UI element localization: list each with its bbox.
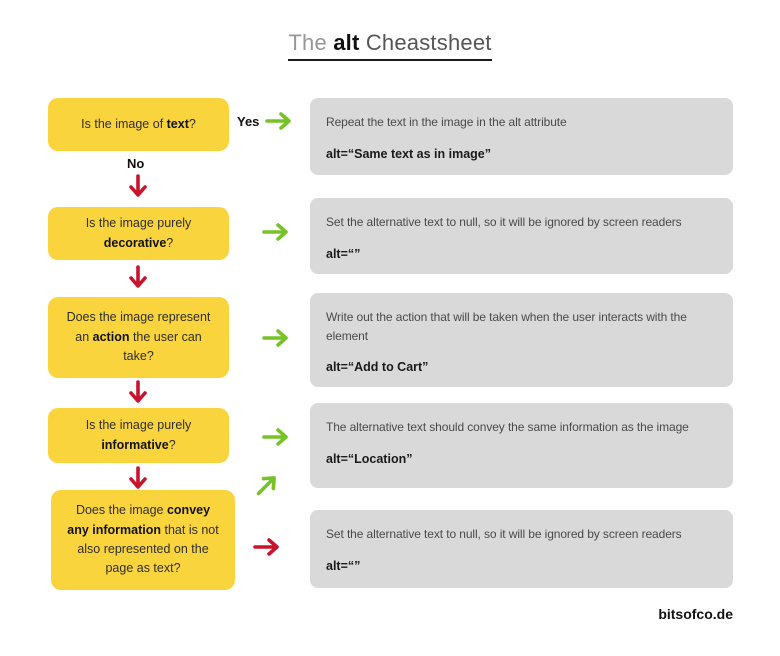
answer-alt-code: alt=“” bbox=[326, 246, 361, 261]
question-box-action: Does the image represent an action the u… bbox=[48, 297, 229, 378]
yes-right-arrow-icon bbox=[262, 428, 288, 446]
answer-description: Write out the action that will be taken … bbox=[326, 310, 687, 343]
answer-description: Set the alternative text to null, so it … bbox=[326, 527, 682, 541]
answer-box-null-alt: Set the alternative text to null, so it … bbox=[310, 198, 733, 274]
title-word-cheatsheet: Cheastsheet bbox=[359, 30, 492, 55]
question-box-decorative: Is the image purely decorative? bbox=[48, 207, 229, 260]
question-text: Does the image convey any information th… bbox=[67, 503, 219, 576]
answer-box-repeat-text: Repeat the text in the image in the alt … bbox=[310, 98, 733, 175]
page-title-text: The alt Cheastsheet bbox=[288, 30, 492, 61]
question-text: Is the image purely decorative? bbox=[85, 216, 192, 250]
no-down-arrow-icon bbox=[129, 265, 147, 288]
page-title: The alt Cheastsheet bbox=[0, 30, 780, 61]
no-label: No bbox=[127, 156, 145, 171]
answer-box-informative-alt: The alternative text should convey the s… bbox=[310, 403, 733, 488]
no-down-arrow-icon bbox=[129, 380, 147, 403]
answer-box-action-alt: Write out the action that will be taken … bbox=[310, 293, 733, 388]
yes-right-arrow-icon bbox=[262, 329, 288, 347]
yes-label: Yes bbox=[237, 114, 260, 129]
question-box-image-of-text: Is the image of text? bbox=[48, 98, 229, 151]
answer-alt-code: alt=“Location” bbox=[326, 451, 413, 466]
answer-alt-code: alt=“” bbox=[326, 558, 361, 573]
yes-right-arrow-icon bbox=[265, 112, 291, 130]
question-text: Is the image of text? bbox=[81, 116, 196, 131]
answer-alt-code: alt=“Add to Cart” bbox=[326, 360, 429, 375]
yes-diagonal-up-right-arrow-icon bbox=[256, 476, 276, 496]
no-down-arrow-icon bbox=[129, 174, 147, 197]
question-box-informative: Is the image purely informative? bbox=[48, 408, 229, 463]
question-text: Does the image represent an action the u… bbox=[66, 310, 211, 364]
answer-description: Repeat the text in the image in the alt … bbox=[326, 115, 567, 129]
no-down-arrow-icon bbox=[129, 466, 147, 489]
title-word-the: The bbox=[288, 30, 334, 55]
answer-description: Set the alternative text to null, so it … bbox=[326, 215, 682, 229]
site-brand: bitsofco.de bbox=[658, 606, 733, 622]
question-box-conveys-information: Does the image convey any information th… bbox=[51, 490, 235, 590]
answer-box-null-alt-2: Set the alternative text to null, so it … bbox=[310, 510, 733, 588]
yes-right-arrow-icon bbox=[262, 223, 288, 241]
answer-alt-code: alt=“Same text as in image” bbox=[326, 146, 492, 161]
question-text: Is the image purely informative? bbox=[85, 418, 192, 452]
no-right-arrow-icon bbox=[253, 538, 279, 556]
answer-description: The alternative text should convey the s… bbox=[326, 420, 689, 434]
title-word-alt: alt bbox=[333, 30, 360, 55]
